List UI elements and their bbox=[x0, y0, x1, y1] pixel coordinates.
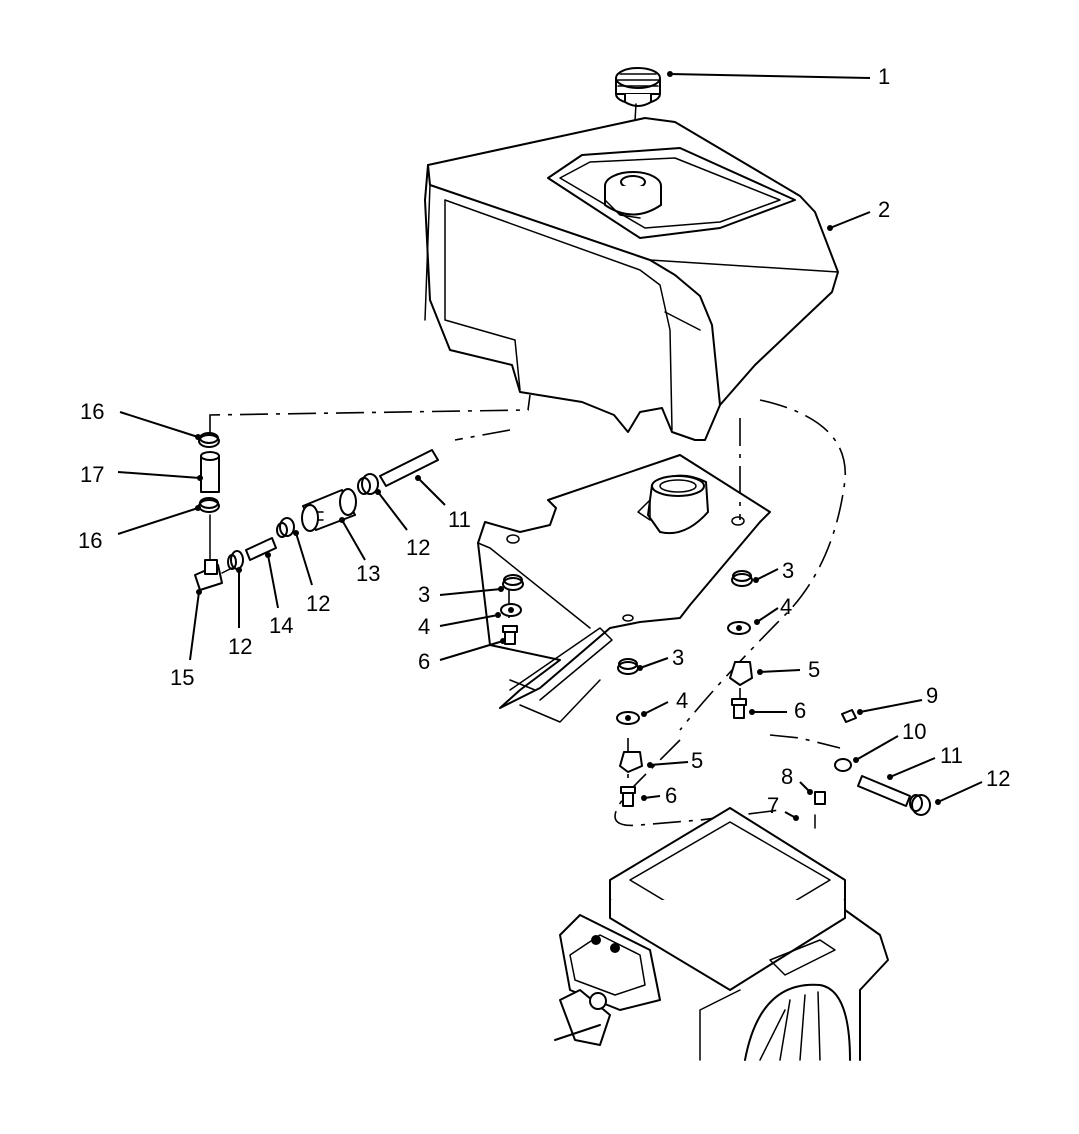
callout-16: 16 bbox=[80, 399, 104, 424]
callout-1: 1 bbox=[878, 64, 890, 89]
fuel-line-assembly bbox=[194, 432, 439, 591]
callout-4: 4 bbox=[676, 688, 688, 713]
callout-11: 11 bbox=[940, 743, 963, 768]
callout-9: 9 bbox=[926, 683, 938, 708]
callout-15: 15 bbox=[170, 665, 194, 690]
mounting-plate bbox=[477, 454, 771, 723]
callout-4: 4 bbox=[418, 614, 430, 639]
assembly-center-lines bbox=[209, 394, 846, 827]
callout-12: 12 bbox=[306, 591, 330, 616]
callout-11: 11 bbox=[448, 507, 471, 532]
callout-3: 3 bbox=[672, 645, 684, 670]
callout-16: 16 bbox=[78, 528, 102, 553]
callout-12: 12 bbox=[406, 535, 430, 560]
callout-14: 14 bbox=[269, 613, 293, 638]
callout-10: 10 bbox=[902, 719, 926, 744]
callout-6: 6 bbox=[418, 649, 430, 674]
callout-6: 6 bbox=[665, 783, 677, 808]
callout-5: 5 bbox=[808, 657, 820, 682]
callout-4: 4 bbox=[780, 594, 792, 619]
engine-fuel-fittings bbox=[814, 709, 931, 829]
callout-5: 5 bbox=[691, 748, 703, 773]
callout-12: 12 bbox=[986, 766, 1010, 791]
callout-3: 3 bbox=[782, 558, 794, 583]
fuel-cap bbox=[615, 67, 661, 171]
fuel-tank bbox=[424, 117, 839, 441]
callout-6: 6 bbox=[794, 698, 806, 723]
callout-8: 8 bbox=[781, 764, 793, 789]
callout-12: 12 bbox=[228, 634, 252, 659]
engine bbox=[554, 807, 889, 1061]
mount-hardware bbox=[500, 570, 753, 807]
callout-2: 2 bbox=[878, 197, 890, 222]
callout-3: 3 bbox=[418, 582, 430, 607]
callout-17: 17 bbox=[80, 462, 104, 487]
callout-leaders bbox=[117, 71, 983, 821]
callout-13: 13 bbox=[356, 561, 380, 586]
callout-7: 7 bbox=[767, 793, 779, 818]
callout-labels: 1 2 3 3 3 4 4 4 5 5 6 6 6 7 8 9 10 11 11… bbox=[78, 64, 1010, 818]
